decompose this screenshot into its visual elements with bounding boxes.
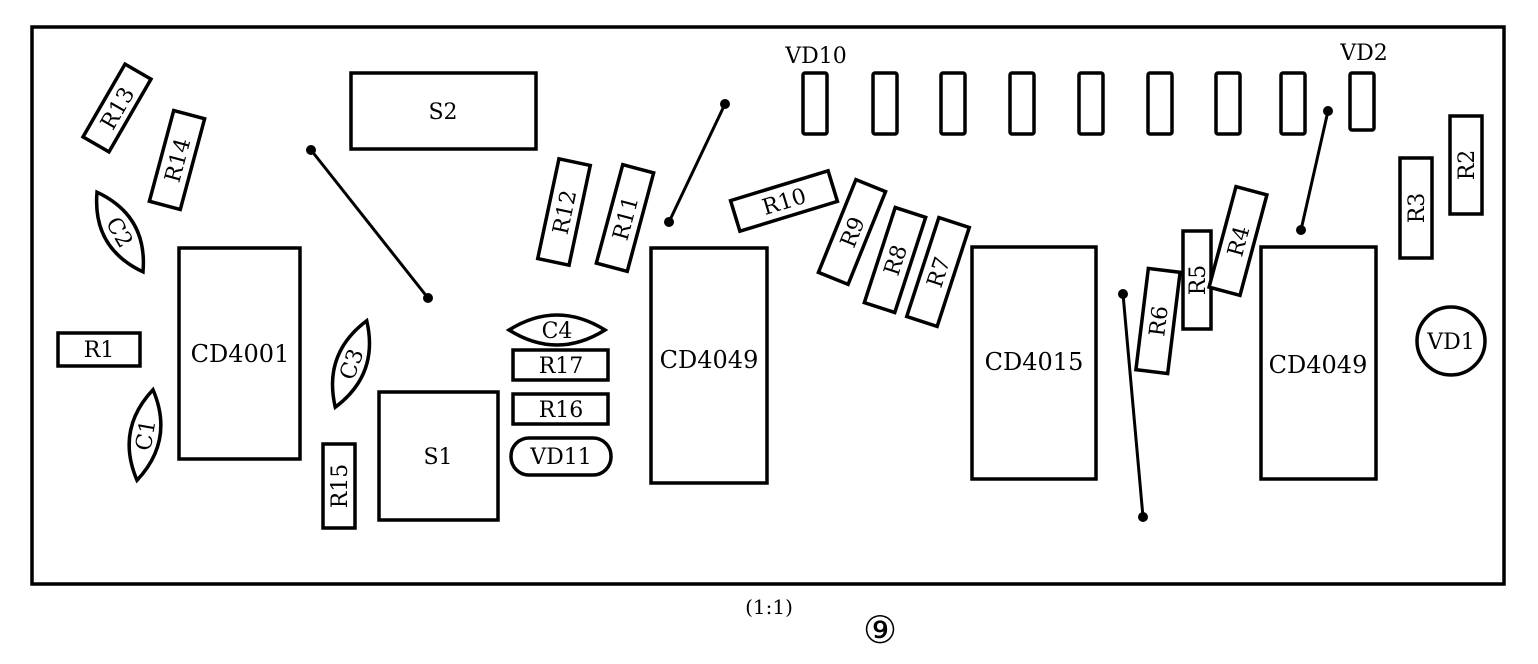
jumper-wire-4 — [1296, 106, 1333, 235]
led-pad — [871, 71, 899, 136]
svg-text:VD11: VD11 — [529, 445, 592, 470]
svg-text:CD4049: CD4049 — [1269, 351, 1368, 379]
svg-text:R17: R17 — [539, 354, 584, 379]
led-pad-row — [801, 71, 1376, 136]
svg-text:CD4001: CD4001 — [191, 340, 290, 368]
led-pad — [1279, 71, 1307, 136]
figure-number: ⑨ — [863, 608, 897, 652]
svg-text:R5: R5 — [1186, 265, 1211, 296]
jumper-wire-2 — [664, 99, 730, 227]
svg-text:R3: R3 — [1405, 193, 1430, 224]
diode-vd11: VD11 — [509, 436, 613, 477]
svg-text:C4: C4 — [542, 319, 573, 344]
resistor-r13: R13 — [80, 61, 154, 155]
led-pad — [1214, 71, 1242, 136]
resistor-r7: R7 — [904, 215, 972, 329]
ic-cd4049-left: CD4049 — [649, 246, 769, 485]
resistor-r8: R8 — [862, 205, 928, 315]
svg-text:C1: C1 — [131, 418, 161, 453]
resistor-r16: R16 — [511, 392, 610, 426]
svg-text:R16: R16 — [539, 398, 584, 423]
svg-text:CD4015: CD4015 — [985, 348, 1084, 376]
svg-text:R6: R6 — [1145, 304, 1174, 337]
led-pad — [1077, 71, 1105, 136]
resistor-r10: R10 — [728, 168, 840, 234]
jumper-wire-1 — [306, 145, 433, 303]
svg-text:CD4049: CD4049 — [660, 346, 759, 374]
resistor-r1: R1 — [56, 331, 142, 368]
resistor-r2: R2 — [1448, 114, 1484, 216]
led-pad — [1348, 71, 1376, 132]
resistor-r9: R9 — [816, 177, 888, 287]
capacitor-c4: C4 — [505, 313, 609, 347]
resistor-r14: R14 — [147, 108, 207, 212]
ic-cd4015: CD4015 — [970, 245, 1098, 481]
resistor-r11: R11 — [594, 162, 656, 274]
svg-text:R15: R15 — [328, 464, 353, 509]
resistor-r17: R17 — [511, 348, 610, 382]
led-pad — [801, 71, 829, 136]
label-vd2: VD2 — [1339, 41, 1388, 66]
svg-text:VD1: VD1 — [1426, 330, 1475, 355]
svg-text:R2: R2 — [1455, 150, 1480, 181]
svg-text:S2: S2 — [428, 100, 457, 125]
capacitor-c1: C1 — [127, 386, 163, 484]
scale-caption: (1:1) — [745, 595, 793, 619]
led-vd1: VD1 — [1415, 305, 1487, 377]
resistor-r12: R12 — [535, 156, 593, 268]
switch-s2: S2 — [349, 71, 538, 151]
jumper-wire-3 — [1118, 289, 1148, 522]
resistor-r15: R15 — [321, 442, 357, 530]
led-pad — [939, 71, 967, 136]
svg-text:R1: R1 — [84, 338, 115, 363]
ic-cd4001: CD4001 — [177, 246, 302, 461]
label-vd10: VD10 — [784, 44, 847, 69]
led-pad — [1146, 71, 1174, 136]
svg-text:S1: S1 — [423, 445, 452, 470]
resistor-r5: R5 — [1181, 229, 1213, 331]
switch-s1: S1 — [377, 390, 500, 522]
resistor-r6: R6 — [1133, 266, 1183, 376]
led-pad — [1008, 71, 1036, 136]
resistor-r3: R3 — [1398, 156, 1434, 260]
ic-cd4049-right: CD4049 — [1259, 245, 1378, 481]
resistor-r4: R4 — [1206, 184, 1270, 298]
